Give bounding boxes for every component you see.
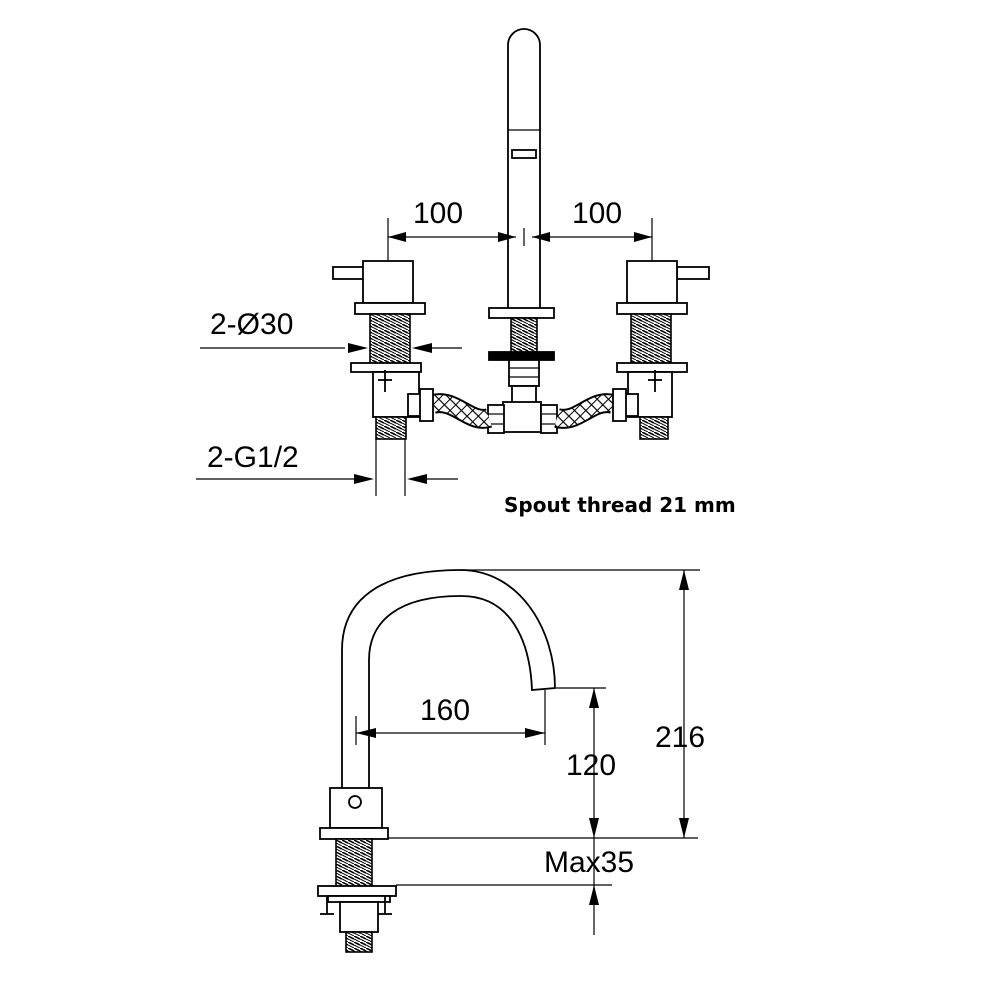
- dimension-handle-diameter: [200, 343, 462, 353]
- spout-thread-note: Spout thread 21 mm: [504, 493, 736, 517]
- dimension-reach: [355, 690, 546, 745]
- left-handle-valve: [332, 260, 434, 496]
- dim-total-height-label: 216: [655, 721, 705, 754]
- dimension-spout-height: [556, 687, 606, 838]
- dimension-max-deck: [396, 838, 612, 935]
- dim-spout-height-label: 120: [566, 749, 616, 782]
- side-view-assembly: 160 120 216 Max35: [317, 569, 705, 953]
- top-view-assembly: 100 100 2-Ø30 2-G1/2: [196, 28, 710, 496]
- spout-base: [317, 787, 397, 953]
- right-handle-valve: [612, 260, 710, 440]
- dim-reach-label: 160: [420, 694, 470, 727]
- dim-handle-diameter-label: 2-Ø30: [210, 308, 293, 341]
- dimension-inlet-thread: [196, 474, 458, 484]
- curved-spout: [341, 569, 556, 791]
- dimension-total-height: [388, 569, 700, 839]
- dim-left-spacing-label: 100: [413, 197, 463, 230]
- spout-body: [488, 28, 555, 409]
- tee-connector: [487, 401, 558, 434]
- dimension-spacing: [387, 218, 653, 261]
- dim-max-deck-label: Max35: [544, 846, 634, 879]
- dim-inlet-thread-label: 2-G1/2: [207, 441, 299, 474]
- dim-right-spacing-label: 100: [572, 197, 622, 230]
